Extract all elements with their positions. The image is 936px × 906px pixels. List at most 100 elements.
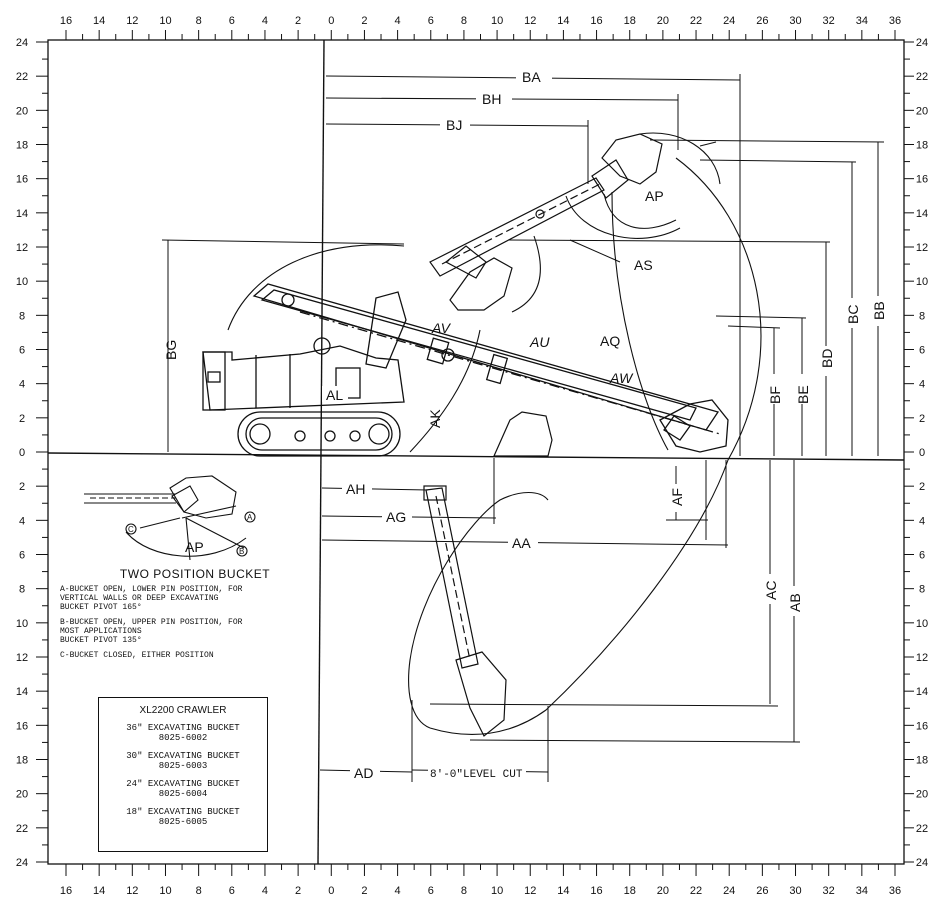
inner-cut-arc — [408, 491, 549, 729]
ap-arc — [603, 193, 677, 229]
y-tick-label-left: 14 — [16, 208, 28, 220]
y-tick-label-left: 8 — [19, 310, 25, 322]
dim-bd: BD — [819, 349, 835, 368]
boom-cradle — [365, 291, 407, 369]
upper-house — [202, 345, 405, 411]
y-tick-label-left: 10 — [16, 618, 28, 630]
raised-boom — [429, 133, 663, 457]
y-tick-label-right: 10 — [916, 618, 928, 630]
y-tick-label-right: 10 — [916, 276, 928, 288]
bucket-row: 24" EXCAVATING BUCKET 8025-6004 — [126, 779, 240, 799]
y-tick-label-right: 14 — [916, 208, 928, 220]
x-tick-label-top: 0 — [328, 15, 334, 27]
y-tick-label-left: 6 — [19, 345, 25, 357]
x-tick-label-top: 14 — [557, 15, 569, 27]
dim-bc: BC — [845, 305, 861, 324]
y-tick-label-right: 22 — [916, 823, 928, 835]
dim-av: AV — [431, 320, 452, 336]
x-tick-label-top: 18 — [624, 15, 636, 27]
y-tick-label-right: 2 — [919, 481, 925, 493]
y-tick-label-right: 12 — [916, 242, 928, 254]
lowered-stick — [423, 485, 507, 737]
x-tick-label-bottom: 4 — [262, 885, 268, 897]
x-tick-label-top: 36 — [889, 15, 901, 27]
inset-ap: AP — [185, 539, 204, 555]
reach-envelope — [227, 132, 762, 735]
y-tick-label-left: 18 — [16, 140, 28, 152]
x-tick-label-top: 32 — [823, 15, 835, 27]
y-tick-label-right: 16 — [916, 174, 928, 186]
y-tick-label-right: 24 — [916, 857, 928, 869]
x-tick-label-bottom: 14 — [557, 885, 569, 897]
y-tick-label-right: 8 — [919, 584, 925, 596]
dim-aa: AA — [512, 535, 531, 551]
raised-bucket — [601, 133, 663, 185]
x-tick-label-top: 22 — [690, 15, 702, 27]
zero-axes — [47, 39, 905, 865]
x-tick-label-bottom: 14 — [93, 885, 105, 897]
x-tick-label-top: 8 — [196, 15, 202, 27]
y-tick-label-right: 0 — [919, 447, 925, 459]
x-tick-label-bottom: 16 — [60, 885, 72, 897]
inset-pin-a: A — [247, 513, 253, 522]
y-tick-label-right: 18 — [916, 140, 928, 152]
x-tick-label-bottom: 8 — [461, 885, 467, 897]
y-tick-label-left: 8 — [19, 584, 25, 596]
x-tick-label-top: 12 — [126, 15, 138, 27]
x-tick-label-bottom: 0 — [328, 885, 334, 897]
y-tick-label-right: 6 — [919, 550, 925, 562]
two-position-bucket-legend: TWO POSITION BUCKET A-BUCKET OPEN, LOWER… — [60, 567, 310, 666]
x-tick-label-top: 26 — [756, 15, 768, 27]
x-tick-label-top: 4 — [395, 15, 401, 27]
outer-reach-arc — [429, 157, 762, 735]
x-tick-label-bottom: 26 — [756, 885, 768, 897]
y-tick-label-right: 4 — [919, 515, 925, 527]
x-tick-label-bottom: 36 — [889, 885, 901, 897]
bucket-row: 36" EXCAVATING BUCKET 8025-6002 — [126, 723, 240, 743]
lowered-bucket — [455, 651, 507, 737]
dimension-labels: BA BH BJ AP AS AV AU AQ AW AL AK BG BF B… — [163, 68, 887, 781]
y-tick-label-left: 24 — [16, 37, 28, 49]
y-tick-label-right: 16 — [916, 720, 928, 732]
legend-item-a: A-BUCKET OPEN, LOWER PIN POSITION, FOR V… — [60, 585, 243, 612]
legend-title: TWO POSITION BUCKET — [119, 567, 271, 581]
aq-arc — [611, 191, 669, 451]
dim-af: AF — [669, 488, 685, 506]
y-tick-label-left: 12 — [16, 242, 28, 254]
y-tick-label-right: 20 — [916, 789, 928, 801]
dim-bb: BB — [871, 301, 887, 320]
dim-bg: BG — [163, 340, 179, 360]
x-tick-label-top: 14 — [93, 15, 105, 27]
x-tick-label-top: 2 — [361, 15, 367, 27]
y-tick-label-left: 12 — [16, 652, 28, 664]
y-tick-label-right: 20 — [916, 105, 928, 117]
y-tick-label-left: 22 — [16, 823, 28, 835]
dim-aw: AW — [609, 370, 634, 386]
x-tick-label-top: 24 — [723, 15, 735, 27]
x-tick-label-top: 6 — [229, 15, 235, 27]
inset-bucket-detail — [84, 475, 256, 561]
legend-item-c: C-BUCKET CLOSED, EITHER POSITION — [60, 651, 214, 660]
idler-wheel — [249, 423, 271, 445]
right-axis: 2422201816141210864202468101214161820222… — [904, 37, 928, 869]
inset-pin-c: C — [128, 525, 134, 534]
ak-arc — [409, 329, 481, 453]
x-tick-label-top: 16 — [590, 15, 602, 27]
x-tick-label-bottom: 34 — [856, 885, 868, 897]
x-tick-label-top: 10 — [491, 15, 503, 27]
raised-bucket-link — [591, 159, 629, 199]
dimension-lines — [161, 74, 885, 782]
y-tick-label-left: 4 — [19, 515, 25, 527]
y-tick-label-left: 20 — [16, 105, 28, 117]
x-tick-label-top: 10 — [159, 15, 171, 27]
x-tick-label-bottom: 2 — [361, 885, 367, 897]
dim-ac: AC — [763, 581, 779, 600]
y-tick-label-right: 4 — [919, 379, 925, 391]
x-tick-label-bottom: 18 — [624, 885, 636, 897]
y-tick-label-left: 2 — [19, 481, 25, 493]
boom-bucket — [659, 399, 729, 453]
crawler-machine — [202, 283, 729, 457]
